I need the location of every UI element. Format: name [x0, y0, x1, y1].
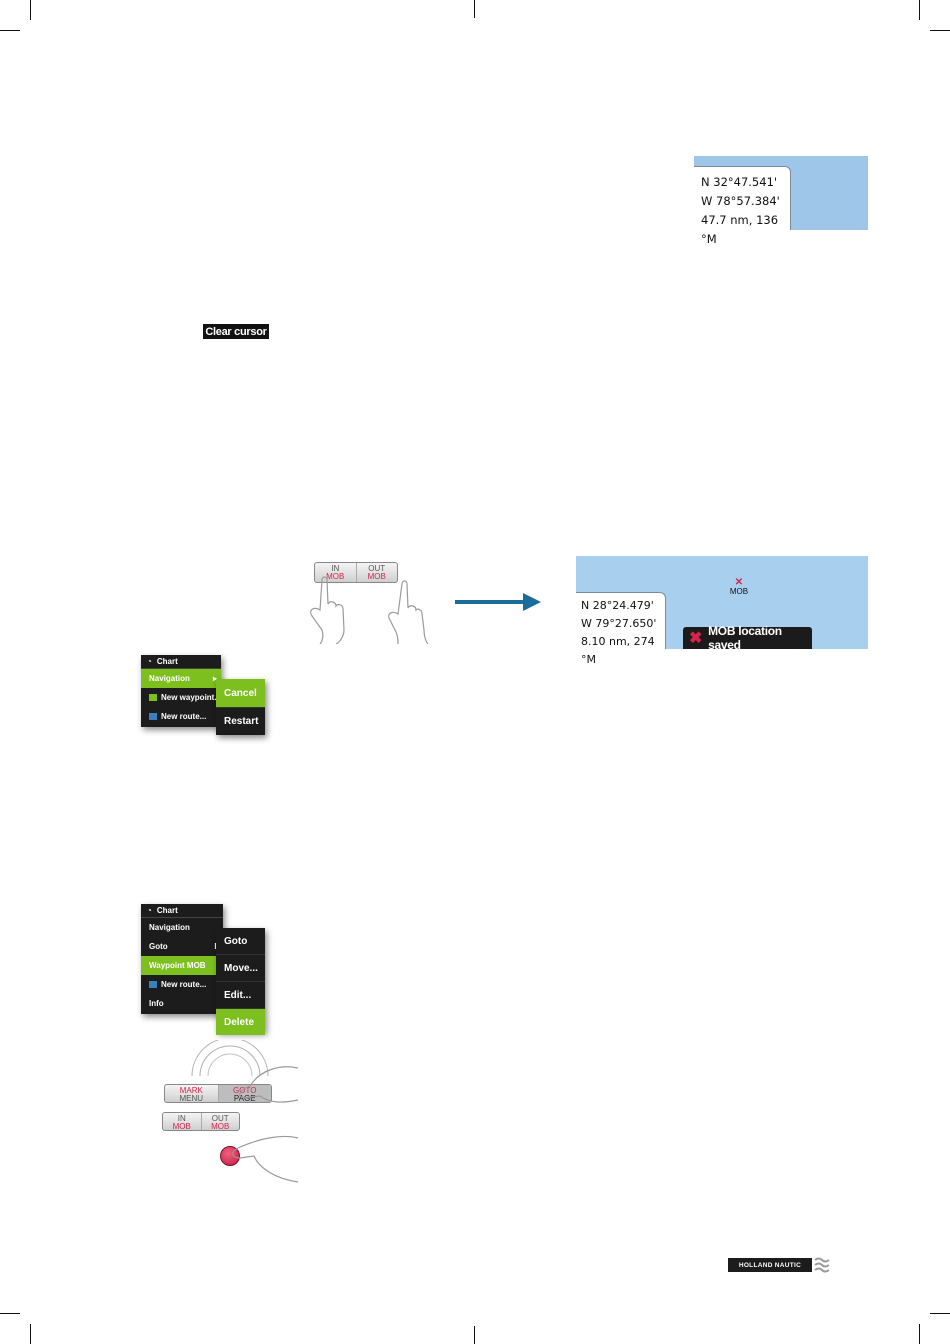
submenu-move[interactable]: Move... — [216, 955, 265, 982]
mob-position-panel: N 28°24.479' W 79°27.650' 8.10 nm, 274 °… — [576, 592, 666, 666]
menu-header: ◔ Chart — [141, 655, 221, 669]
menu-item-label: Goto — [149, 942, 168, 951]
chart-menu-waypoint: ◔ Chart Navigation Goto M Waypoint MOB N… — [141, 904, 223, 1014]
submenu-delete[interactable]: Delete — [216, 1009, 265, 1035]
menu-item-label: Navigation — [149, 923, 190, 932]
crop-mark — [30, 1324, 31, 1344]
arrow-right-icon — [523, 593, 541, 611]
submenu-restart[interactable]: Restart — [216, 708, 265, 735]
in-out-key[interactable]: IN MOB OUT MOB — [314, 562, 398, 583]
menu-item-goto[interactable]: Goto M — [141, 937, 223, 956]
finger-press-icon — [310, 576, 429, 644]
chart-menu-navigation: ◔ Chart Navigation ▸ New waypoint... New… — [141, 655, 221, 727]
menu-item-label: Info — [149, 999, 164, 1008]
menu-header-label: Chart — [156, 906, 178, 915]
menu-item-label: New route... — [161, 712, 207, 721]
submenu-label: Edit... — [224, 989, 252, 1001]
arrow-line — [455, 600, 525, 604]
rotary-knob-icon — [191, 1040, 269, 1076]
submenu-label: Restart — [224, 716, 259, 727]
menu-item-label: Waypoint MOB — [149, 961, 206, 970]
menu-item-navigation[interactable]: Navigation — [141, 918, 223, 937]
clear-cursor-button[interactable]: Clear cursor — [203, 324, 269, 339]
mob-keys-illustration: IN MOB OUT MOB — [300, 560, 435, 644]
in-out-key-small[interactable]: IN MOB OUT MOB — [162, 1112, 240, 1131]
cursor-info-panel: N 32°47.541' W 78°57.384' 47.7 nm, 136 °… — [694, 166, 791, 246]
out-mob-key[interactable]: OUT MOB — [200, 1113, 240, 1131]
mob-label: MOB — [326, 572, 345, 581]
mob-saved-notification: ✖ MOB location saved — [683, 624, 812, 652]
submenu-goto[interactable]: Goto — [216, 928, 265, 955]
waypoint-flag-icon — [149, 694, 157, 701]
brand-logo: HOLLAND NAUTIC — [728, 1258, 812, 1272]
crop-mark — [0, 1313, 20, 1314]
crop-mark — [930, 1313, 950, 1314]
mob-latitude: N 28°24.479' — [581, 599, 654, 612]
menu-header-label: Chart — [156, 657, 178, 666]
route-icon — [149, 713, 157, 720]
menu-item-label: New route... — [161, 980, 207, 989]
waypoint-submenu: Goto Move... Edit... Delete — [216, 928, 265, 1035]
mob-range-bearing: 8.10 nm, 274 °M — [581, 635, 655, 666]
submenu-label: Cancel — [224, 687, 257, 699]
mob-marker: ✕ MOB — [729, 577, 749, 597]
finger-press-icon — [239, 1066, 299, 1103]
menu-header: ◔ Chart — [141, 904, 223, 918]
goto-keys-illustration: MARK MENU GOTO PAGE IN MOB OUT MOB — [150, 1040, 300, 1185]
menu-item-new-route[interactable]: New route... — [141, 975, 223, 994]
in-mob-key[interactable]: IN MOB — [163, 1113, 201, 1131]
crop-mark — [919, 1324, 920, 1344]
menu-item-label: New waypoint... — [161, 693, 222, 702]
mark-label: MARK — [179, 1086, 203, 1095]
power-button[interactable] — [220, 1146, 240, 1166]
mob-x-icon: ✕ — [734, 577, 744, 588]
wave-logo-icon — [814, 1257, 830, 1273]
cursor-range-bearing: 47.7 nm, 136 °M — [701, 213, 779, 246]
menu-item-info[interactable]: Info — [141, 994, 223, 1013]
mob-x-icon: ✖ — [689, 630, 703, 647]
chart-icon: ◔ — [147, 906, 152, 915]
mob-marker-label: MOB — [729, 587, 749, 596]
crop-mark — [474, 1326, 475, 1344]
mob-label: MOB — [367, 572, 386, 581]
out-label: OUT — [211, 1114, 229, 1123]
mob-saved-text: MOB location saved — [708, 624, 782, 652]
mob-label: MOB — [211, 1122, 230, 1131]
in-label: IN — [331, 564, 340, 573]
mob-longitude: W 79°27.650' — [581, 617, 657, 630]
cursor-longitude: W 78°57.384' — [701, 194, 780, 208]
in-label: IN — [177, 1114, 186, 1123]
submenu-edit[interactable]: Edit... — [216, 982, 265, 1009]
cursor-latitude: N 32°47.541' — [701, 175, 778, 189]
route-icon — [149, 981, 157, 988]
menu-item-waypoint-mob[interactable]: Waypoint MOB — [141, 956, 223, 975]
menu-item-label: Navigation — [149, 674, 190, 683]
chevron-right-icon: ▸ — [212, 674, 217, 683]
in-mob-key[interactable]: IN MOB — [315, 563, 356, 582]
submenu-cancel[interactable]: Cancel — [216, 679, 265, 708]
goto-label: GOTO — [233, 1086, 257, 1095]
mob-label: MOB — [172, 1122, 191, 1131]
menu-item-navigation[interactable]: Navigation ▸ — [141, 669, 221, 688]
menu-item-new-route[interactable]: New route... — [141, 707, 221, 726]
crop-mark — [474, 0, 475, 18]
menu-item-new-waypoint[interactable]: New waypoint... — [141, 688, 221, 707]
finger-press-icon — [232, 1135, 299, 1183]
out-label: OUT — [368, 564, 386, 573]
out-mob-key[interactable]: OUT MOB — [355, 563, 398, 582]
chart-icon: ◔ — [147, 657, 152, 666]
crop-mark — [30, 0, 31, 20]
navigation-submenu: Cancel Restart — [216, 679, 265, 735]
mark-menu-key[interactable]: MARK MENU — [165, 1085, 218, 1103]
crop-mark — [919, 0, 920, 20]
submenu-label: Move... — [224, 962, 258, 974]
menu-label: MENU — [179, 1094, 204, 1103]
crop-mark — [930, 30, 950, 31]
submenu-label: Delete — [224, 1016, 255, 1028]
crop-mark — [0, 30, 20, 31]
submenu-label: Goto — [224, 935, 248, 947]
